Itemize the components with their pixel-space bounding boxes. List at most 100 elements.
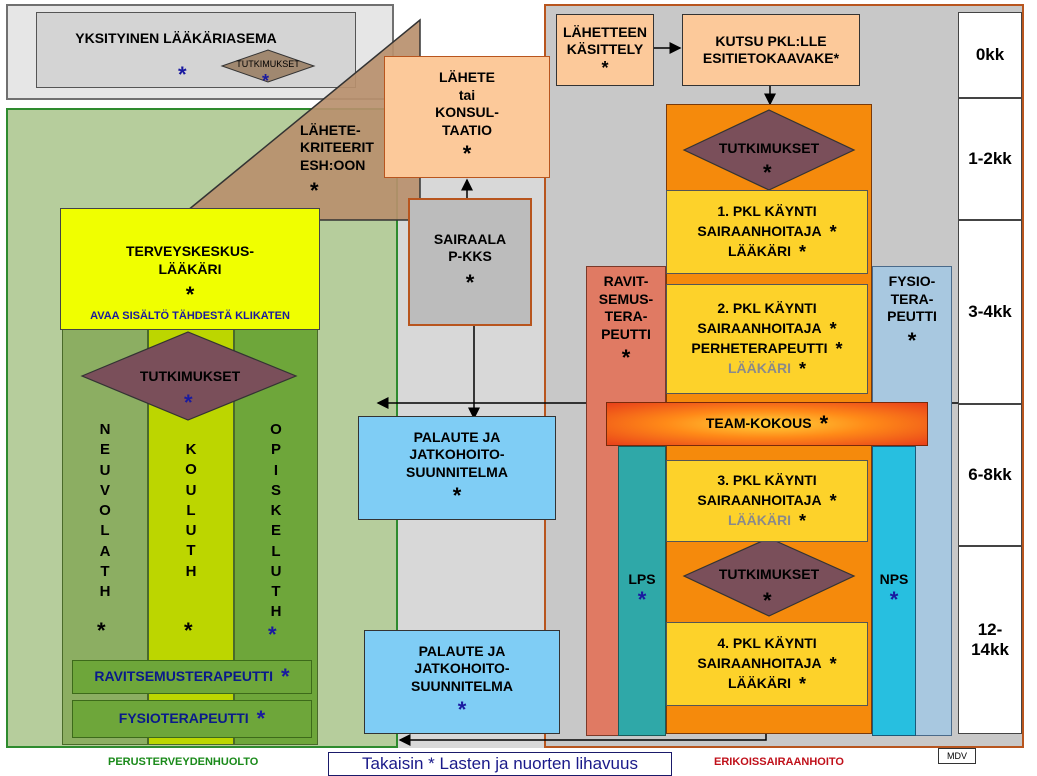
timeline-cell: 0kk	[958, 12, 1022, 98]
visit-line-star[interactable]: *	[835, 338, 843, 359]
spec-exam-2-star[interactable]: *	[763, 588, 772, 613]
hc-doctor-star[interactable]: *	[185, 282, 195, 307]
visit-line: LÄÄKÄRI *	[728, 675, 806, 693]
back-link[interactable]: Takaisin * Lasten ja nuorten lihavuus	[328, 752, 672, 776]
spec-exam-2-label: TUTKIMUKSET	[718, 566, 820, 583]
hospital-box: SAIRAALA P-KKS *	[408, 198, 532, 326]
timeline-label: 1-2kk	[968, 149, 1012, 168]
column-letter: A	[99, 542, 111, 560]
visit-line: PERHETERAPEUTTI *	[691, 340, 842, 358]
visit-line-text: SAIRAANHOITAJA	[697, 223, 822, 239]
visit-line-star[interactable]: *	[798, 241, 806, 262]
visit-line-star[interactable]: *	[829, 221, 837, 242]
visit-line-text: 4. PKL KÄYNTI	[717, 635, 817, 652]
criteria-text: LÄHETE- KRITEERIT ESH:OON	[300, 121, 374, 173]
column-letter: U	[99, 461, 111, 479]
nps-star[interactable]: *	[889, 586, 899, 612]
opiskelu-star[interactable]: *	[268, 622, 277, 647]
ref-handling-star[interactable]: *	[601, 57, 609, 78]
visit-line-star[interactable]: *	[829, 490, 837, 511]
timeline-cell: 1-2kk	[958, 98, 1022, 220]
koulu-star[interactable]: *	[184, 618, 193, 643]
visit-line: LÄÄKÄRI *	[728, 360, 806, 378]
hospital-star[interactable]: *	[465, 269, 475, 295]
invite-box: KUTSU PKL:LLE ESITIETOKAAVAKE*	[682, 14, 860, 86]
mdv-badge: MDV	[938, 748, 976, 764]
visit-line: 4. PKL KÄYNTI	[717, 635, 816, 653]
neuvola-star[interactable]: *	[97, 618, 106, 643]
visit-line: 3. PKL KÄYNTI	[717, 472, 816, 490]
lps-star[interactable]: *	[637, 586, 647, 612]
visit-line-star[interactable]: *	[798, 358, 806, 379]
lps-label: LPS	[628, 571, 656, 588]
feedback-1-text: PALAUTE JA JATKOHOITO- SUUNNITELMA	[406, 428, 508, 480]
primary-nutrition-bar: RAVITSEMUSTERAPEUTTI *	[72, 660, 312, 694]
visit-line-text: LÄÄKÄRI	[727, 360, 791, 376]
column-letter: E	[99, 441, 110, 459]
hc-doctor-link[interactable]: AVAA SISÄLTÖ TÄHDESTÄ KLIKATEN	[90, 310, 290, 322]
visit-line: 1. PKL KÄYNTI	[717, 203, 816, 221]
spec-exam-1-star[interactable]: *	[763, 160, 772, 185]
physio-star[interactable]: *	[907, 327, 917, 353]
feedback-2-star[interactable]: *	[457, 697, 467, 723]
feedback-2-text: PALAUTE JA JATKOHOITO- SUUNNITELMA	[411, 642, 513, 694]
hospital-text: SAIRAALA P-KKS	[433, 230, 507, 265]
column-letter: T	[271, 583, 281, 600]
column-letter: U	[185, 522, 197, 539]
timeline-cell: 6-8kk	[958, 404, 1022, 546]
column-letter: O	[185, 461, 197, 479]
visit-line-star[interactable]: *	[798, 673, 806, 694]
visit-line-text: SAIRAANHOITAJA	[697, 320, 822, 336]
column-letter: I	[273, 461, 279, 479]
column-letter: H	[270, 603, 282, 621]
feedback-1-star[interactable]: *	[452, 483, 462, 509]
feedback-box-2: PALAUTE JA JATKOHOITO- SUUNNITELMA *	[364, 630, 560, 734]
visit-line-star[interactable]: *	[798, 510, 806, 531]
visit-line-text: LÄÄKÄRI	[727, 675, 791, 691]
primary-nutrition-star[interactable]: *	[281, 664, 290, 689]
visit-line: 2. PKL KÄYNTI	[717, 300, 816, 318]
visit-line-star[interactable]: *	[829, 318, 837, 339]
primary-exam-label: TUTKIMUKSET	[139, 368, 241, 385]
visit-line-text: 2. PKL KÄYNTI	[717, 300, 817, 317]
team-meeting-star[interactable]: *	[819, 411, 829, 436]
nutrition-star[interactable]: *	[621, 345, 631, 370]
visit-line-text: SAIRAANHOITAJA	[697, 492, 822, 508]
footer-primary-label: PERUSTERVEYDENHUOLTO	[108, 756, 259, 768]
column-letter: T	[100, 562, 110, 580]
visit-line: SAIRAANHOITAJA *	[697, 320, 836, 338]
referral-text: LÄHETE tai KONSUL- TAATIO	[435, 69, 499, 138]
criteria-star[interactable]: *	[310, 178, 319, 203]
private-clinic-title: YKSITYINEN LÄÄKÄRIASEMA	[75, 30, 277, 47]
referral-box: LÄHETE tai KONSUL- TAATIO *	[384, 56, 550, 178]
visit-line-star[interactable]: *	[829, 653, 837, 674]
lps-column: LPS *	[618, 446, 666, 736]
footer-specialist-label: ERIKOISSAIRAANHOITO	[714, 756, 844, 768]
column-letter: K	[270, 502, 282, 519]
hc-doctor-text: TERVEYSKESKUS- LÄÄKÄRI	[125, 243, 255, 277]
visit-line-text: PERHETERAPEUTTI	[691, 340, 828, 356]
primary-nutrition-label: RAVITSEMUSTERAPEUTTI	[94, 668, 274, 685]
visit-line: LÄÄKÄRI*	[728, 512, 806, 530]
private-clinic-star[interactable]: *	[178, 62, 187, 87]
private-exam-star[interactable]: *	[262, 71, 270, 91]
timeline-label: 6-8kk	[968, 465, 1012, 484]
ref-handling-text: LÄHETTEEN KÄSITTELY	[563, 23, 647, 58]
column-letter: L	[271, 542, 281, 560]
timeline-label: 0kk	[975, 45, 1005, 64]
visit-line: SAIRAANHOITAJA *	[697, 492, 836, 510]
timeline-cell: 3-4kk	[958, 220, 1022, 404]
referral-star[interactable]: *	[462, 141, 472, 166]
visit-line: LÄÄKÄRI*	[728, 243, 806, 261]
spec-exam-1-label: TUTKIMUKSET	[718, 140, 820, 157]
primary-exam-star[interactable]: *	[184, 390, 193, 415]
column-letter: O	[270, 421, 282, 438]
primary-physio-star[interactable]: *	[256, 706, 266, 731]
